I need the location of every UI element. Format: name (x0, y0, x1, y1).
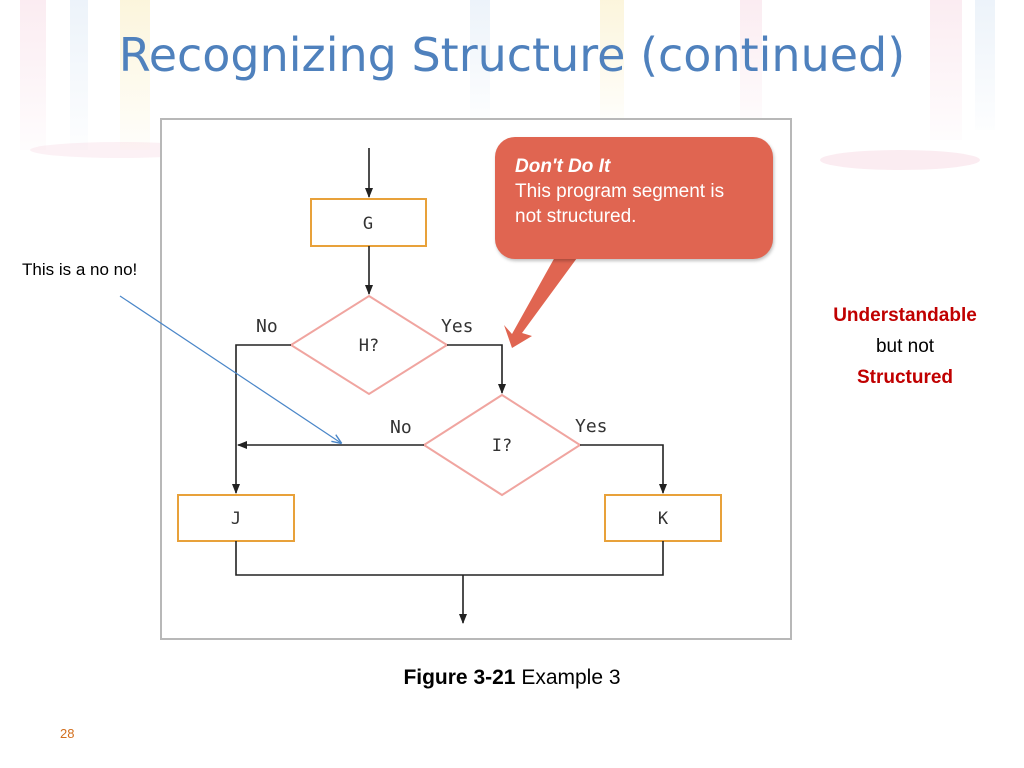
process-box-k (604, 494, 722, 542)
figure-caption: Figure 3-21 Example 3 (0, 666, 1024, 690)
figure-title: Example 3 (521, 666, 621, 689)
side-note-structured: Structured (856, 367, 954, 388)
branch-label-h-no: No (256, 316, 278, 337)
decision-diamond-i (422, 393, 582, 497)
node-label-k: K (658, 509, 669, 529)
connector-h-yes-to-i (447, 344, 506, 394)
connector-h-no-to-j (232, 344, 291, 494)
node-label-h: H? (359, 336, 379, 356)
branch-label-h-yes: Yes (441, 316, 474, 337)
side-note-but-not: but not (875, 336, 935, 357)
branch-label-i-no: No (390, 417, 412, 438)
dont-do-it-callout: Don't Do It This program segment is not … (495, 137, 773, 259)
figure-number: Figure 3-21 (403, 666, 516, 689)
bg-streak (20, 0, 46, 150)
side-note-understandable: Understandable (833, 305, 977, 326)
bg-streak (470, 0, 490, 120)
bg-streak (740, 0, 762, 130)
callout-heading: Don't Do It (515, 156, 611, 177)
side-note: Understandable but not Structured (800, 300, 1010, 393)
slide-title: Recognizing Structure (continued) (118, 28, 906, 82)
slide-number: 28 (60, 726, 75, 741)
bg-streak (600, 0, 624, 120)
connector-merge (235, 541, 664, 576)
bg-streak (930, 0, 962, 140)
node-label-g: G (363, 214, 373, 234)
node-label-i: I? (492, 436, 512, 456)
branch-label-i-yes: Yes (575, 416, 608, 437)
bg-streak (975, 0, 995, 130)
node-label-j: J (231, 509, 241, 529)
no-no-annotation: This is a no no! (22, 260, 138, 279)
process-box-g (310, 198, 427, 247)
process-box-j (177, 494, 295, 542)
callout-pointer-arrow (504, 248, 577, 348)
bg-splash (820, 150, 980, 170)
callout-text: This program segment is not structured. (515, 181, 725, 227)
connector-i-yes-to-k (580, 444, 667, 494)
bg-streak (120, 0, 150, 150)
bg-streak (70, 0, 88, 150)
